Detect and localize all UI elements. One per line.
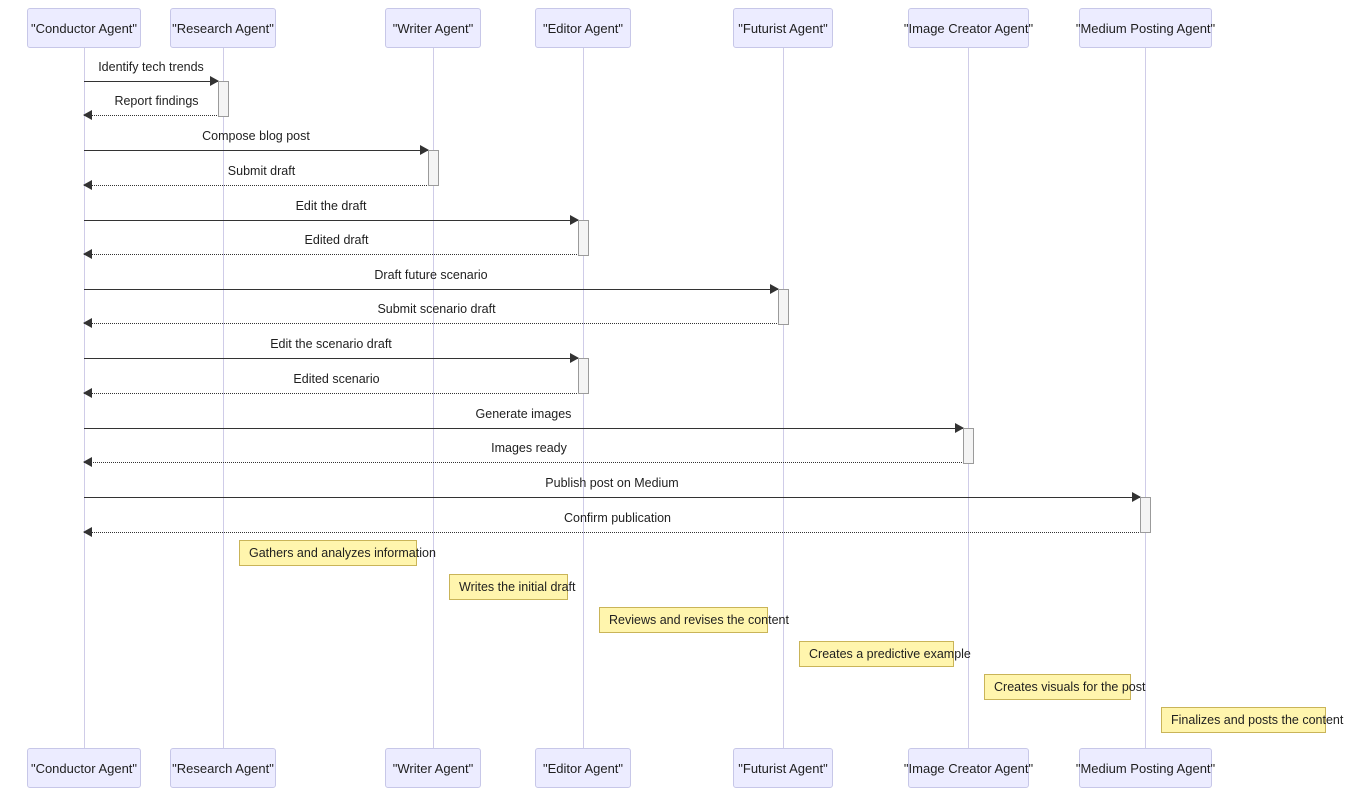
message-label: Images ready — [491, 441, 567, 455]
participant-footer-futurist[interactable]: "Futurist Agent" — [733, 748, 833, 788]
participant-label: "Futurist Agent" — [738, 20, 828, 36]
lifeline-conductor — [84, 48, 85, 748]
message-label: Publish post on Medium — [545, 476, 679, 490]
activation-bar-image_creator — [963, 428, 974, 464]
message-line — [84, 428, 963, 429]
note-editor: Reviews and revises the content — [599, 607, 789, 633]
activation-bar-writer — [428, 150, 439, 186]
note-text: Gathers and analyzes information — [249, 546, 436, 560]
participant-label: "Conductor Agent" — [30, 760, 138, 776]
participant-footer-conductor[interactable]: "Conductor Agent" — [27, 748, 141, 788]
message-label: Edit the draft — [295, 199, 367, 213]
participant-footer-research[interactable]: "Research Agent" — [170, 748, 276, 788]
message-line — [84, 497, 1140, 498]
note-research: Gathers and analyzes information — [239, 540, 436, 566]
message-line — [84, 532, 1151, 533]
message-line — [84, 254, 589, 255]
arrowhead-icon — [955, 423, 964, 433]
note-text: Finalizes and posts the content — [1171, 713, 1344, 727]
note-text: Creates visuals for the post — [994, 680, 1146, 694]
message-label: Submit scenario draft — [377, 302, 496, 316]
message-label: Identify tech trends — [98, 60, 204, 74]
note-futurist: Creates a predictive example — [799, 641, 971, 667]
message-label: Confirm publication — [564, 511, 671, 525]
message-label: Draft future scenario — [374, 268, 488, 282]
participant-label: "Research Agent" — [172, 760, 274, 776]
message-line — [84, 393, 589, 394]
message-label: Submit draft — [227, 164, 296, 178]
arrowhead-icon — [770, 284, 779, 294]
message-label: Report findings — [114, 94, 199, 108]
note-medium: Finalizes and posts the content — [1161, 707, 1343, 733]
activation-bar-editor — [578, 220, 589, 256]
arrowhead-icon — [83, 388, 92, 398]
participant-label: "Writer Agent" — [392, 760, 474, 776]
message-label: Edited scenario — [293, 372, 380, 386]
arrowhead-icon — [210, 76, 219, 86]
arrowhead-icon — [83, 249, 92, 259]
note-text: Writes the initial draft — [459, 580, 576, 594]
participant-label: "Medium Posting Agent" — [1075, 760, 1216, 776]
note-text: Reviews and revises the content — [609, 613, 789, 627]
message-label: Compose blog post — [202, 129, 310, 143]
lifeline-futurist — [783, 48, 784, 748]
arrowhead-icon — [570, 215, 579, 225]
arrowhead-icon — [83, 457, 92, 467]
arrowhead-icon — [570, 353, 579, 363]
participant-label: "Futurist Agent" — [738, 760, 828, 776]
lifeline-writer — [433, 48, 434, 748]
message-line — [84, 81, 218, 82]
lifeline-editor — [583, 48, 584, 748]
arrowhead-icon — [83, 318, 92, 328]
participant-label: "Conductor Agent" — [30, 20, 138, 36]
participant-header-editor[interactable]: "Editor Agent" — [535, 8, 631, 48]
participant-header-image_creator[interactable]: "Image Creator Agent" — [904, 8, 1033, 48]
arrowhead-icon — [83, 110, 92, 120]
activation-bar-research — [218, 81, 229, 117]
participant-label: "Research Agent" — [172, 20, 274, 36]
arrowhead-icon — [420, 145, 429, 155]
message-line — [84, 358, 578, 359]
participant-header-futurist[interactable]: "Futurist Agent" — [733, 8, 833, 48]
message-line — [84, 289, 778, 290]
note-writer: Writes the initial draft — [449, 574, 575, 600]
arrowhead-icon — [1132, 492, 1141, 502]
message-label: Edited draft — [304, 233, 369, 247]
activation-bar-medium — [1140, 497, 1151, 533]
participant-label: "Medium Posting Agent" — [1075, 20, 1216, 36]
participant-footer-medium[interactable]: "Medium Posting Agent" — [1075, 748, 1216, 788]
participant-label: "Image Creator Agent" — [903, 20, 1034, 36]
message-line — [84, 150, 428, 151]
message-line — [84, 185, 439, 186]
lifeline-image_creator — [968, 48, 969, 748]
lifeline-medium — [1145, 48, 1146, 748]
message-line — [84, 462, 974, 463]
participant-label: "Writer Agent" — [392, 20, 474, 36]
message-line — [84, 115, 229, 116]
note-text: Creates a predictive example — [809, 647, 971, 661]
message-line — [84, 220, 578, 221]
participant-header-medium[interactable]: "Medium Posting Agent" — [1075, 8, 1216, 48]
message-line — [84, 323, 789, 324]
participant-header-research[interactable]: "Research Agent" — [170, 8, 276, 48]
note-image_creator: Creates visuals for the post — [984, 674, 1145, 700]
participant-footer-editor[interactable]: "Editor Agent" — [535, 748, 631, 788]
message-label: Edit the scenario draft — [270, 337, 392, 351]
activation-bar-editor — [578, 358, 589, 394]
participant-footer-writer[interactable]: "Writer Agent" — [385, 748, 481, 788]
participant-label: "Editor Agent" — [542, 760, 624, 776]
participant-footer-image_creator[interactable]: "Image Creator Agent" — [904, 748, 1033, 788]
participant-header-conductor[interactable]: "Conductor Agent" — [27, 8, 141, 48]
participant-label: "Editor Agent" — [542, 20, 624, 36]
participant-header-writer[interactable]: "Writer Agent" — [385, 8, 481, 48]
lifeline-research — [223, 48, 224, 748]
participant-label: "Image Creator Agent" — [903, 760, 1034, 776]
arrowhead-icon — [83, 527, 92, 537]
arrowhead-icon — [83, 180, 92, 190]
activation-bar-futurist — [778, 289, 789, 325]
message-label: Generate images — [475, 407, 572, 421]
